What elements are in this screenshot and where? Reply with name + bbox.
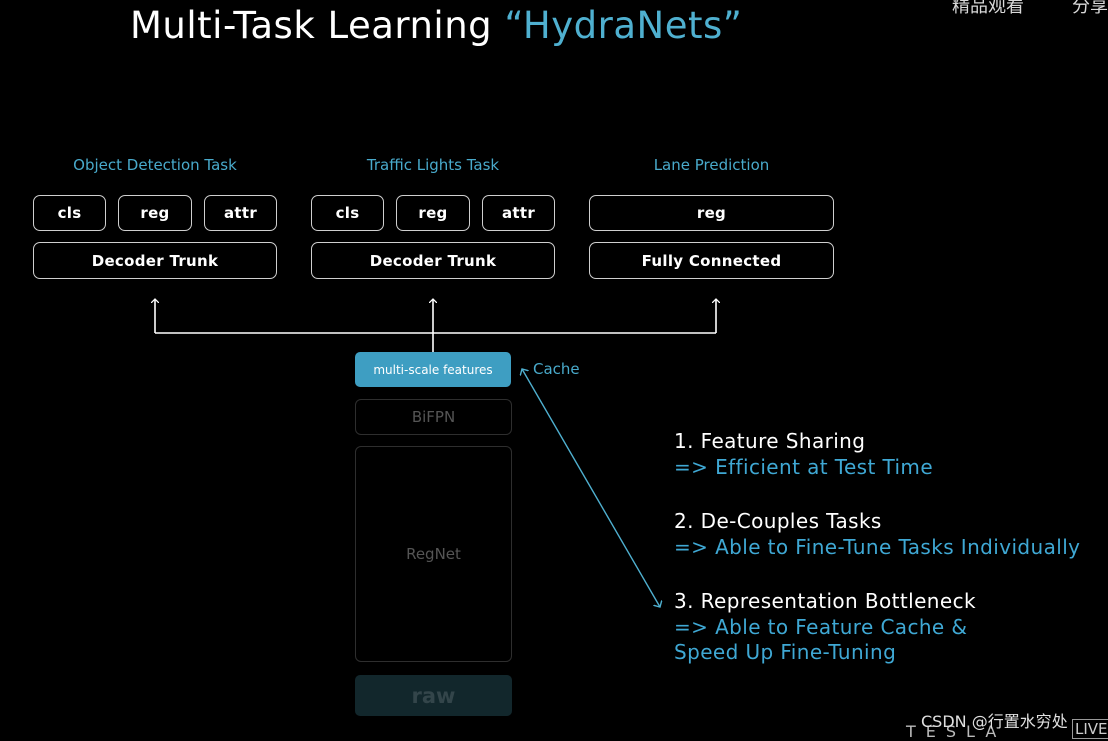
- share-link[interactable]: 分享: [1072, 0, 1108, 17]
- head-cls: cls: [33, 195, 106, 231]
- point-heading: 1. Feature Sharing: [674, 429, 866, 453]
- head-reg: reg: [118, 195, 192, 231]
- point-detail: => Able to Fine-Tune Tasks Individually: [674, 535, 1081, 559]
- task-title-traffic-lights: Traffic Lights Task: [366, 156, 500, 174]
- title-highlight: “HydraNets”: [504, 4, 743, 47]
- title-main: Multi-Task Learning: [130, 4, 505, 47]
- feature-branch-lines: [155, 299, 716, 352]
- decoder-trunk: Decoder Trunk: [311, 242, 555, 279]
- task-title-object-detection: Object Detection Task: [73, 156, 237, 174]
- fully-connected: Fully Connected: [589, 242, 834, 279]
- cache-arrow: [522, 369, 660, 607]
- regnet-block: RegNet: [355, 446, 512, 662]
- slide-title: Multi-Task Learning “HydraNets”: [130, 4, 742, 47]
- raw-input-block: raw: [355, 675, 512, 716]
- point-detail: => Efficient at Test Time: [674, 455, 934, 479]
- head-attr: attr: [204, 195, 277, 231]
- cache-label: Cache: [533, 360, 580, 378]
- tesla-logo: TESLA: [906, 722, 1007, 741]
- csdn-watermark: CSDN @行置水穷处: [921, 712, 1068, 731]
- decoder-trunk: Decoder Trunk: [33, 242, 277, 279]
- head-attr: attr: [482, 195, 555, 231]
- point-detail: => Able to Feature Cache &: [674, 615, 968, 639]
- task-title-lane-prediction: Lane Prediction: [653, 156, 770, 174]
- multi-scale-features: multi-scale features: [355, 352, 511, 387]
- head-cls: cls: [311, 195, 384, 231]
- bifpn-block: BiFPN: [355, 399, 512, 435]
- live-badge: LIVE: [1072, 719, 1108, 739]
- point-heading: 2. De-Couples Tasks: [674, 509, 882, 533]
- watch-link[interactable]: 精品观看: [952, 0, 1024, 17]
- point-detail: Speed Up Fine-Tuning: [674, 640, 897, 664]
- point-heading: 3. Representation Bottleneck: [674, 589, 976, 613]
- head-reg: reg: [589, 195, 834, 231]
- head-reg: reg: [396, 195, 470, 231]
